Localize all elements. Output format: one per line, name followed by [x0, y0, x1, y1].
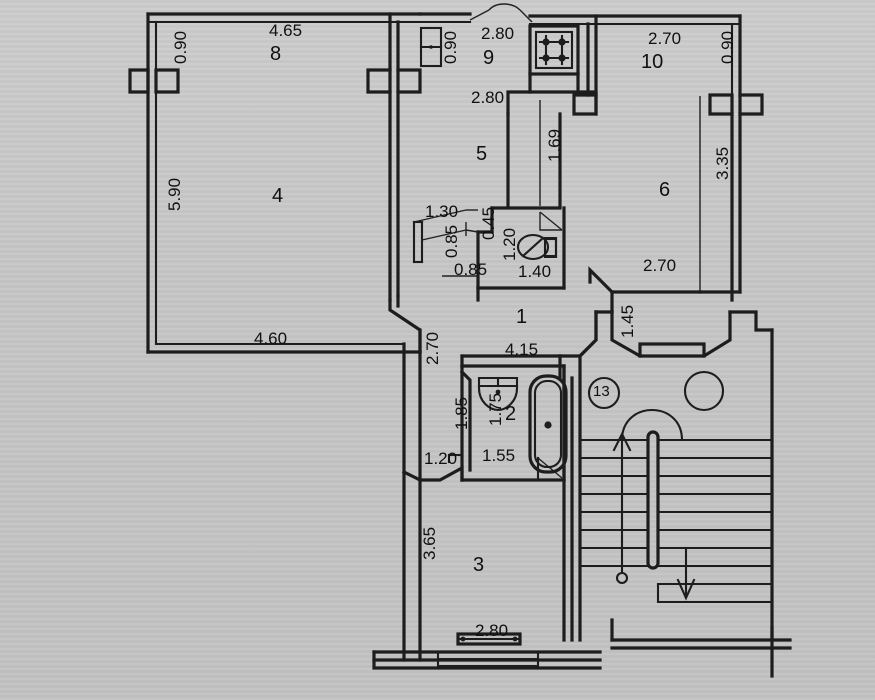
dimension-label: 1.55: [482, 446, 516, 465]
dimension-label: 1.45: [618, 304, 637, 338]
room-number-4: 4: [272, 185, 284, 207]
room-10-and-6: [572, 14, 764, 314]
dimension-label: 1.20: [424, 449, 458, 468]
room-number-5: 5: [476, 143, 488, 165]
dimension-label: 2.80: [471, 88, 505, 107]
dimension-label: 2.70: [423, 331, 442, 365]
dimension-label: 0.90: [441, 30, 460, 64]
bathtub-icon: [528, 374, 568, 474]
dimension-leaders: [413, 209, 479, 277]
dimension-label: 0.90: [718, 30, 737, 64]
dimension-label: 3.35: [713, 146, 732, 180]
dimension-label: 1.75: [486, 392, 505, 426]
dimension-label: 0.85: [442, 224, 461, 258]
dimension-label: 0.90: [171, 30, 190, 64]
room-number-13: 13: [593, 383, 610, 400]
room-number-9: 9: [483, 47, 495, 69]
room-2-bathroom: [459, 364, 574, 642]
dimension-label: 4.65: [269, 21, 303, 40]
dimension-label: 3.65: [420, 526, 439, 560]
dimension-label: 4.60: [254, 329, 288, 348]
dimension-label: 2.80: [475, 621, 509, 640]
dimension-label: 1.85: [452, 396, 471, 430]
window-room3: [436, 632, 540, 668]
dimension-label: 1.30: [425, 202, 459, 221]
stair-down-arrow: [676, 546, 696, 601]
room-number-10: 10: [641, 51, 664, 73]
dimension-label: 2.80: [481, 24, 515, 43]
dimension-label: 0.45: [479, 206, 498, 240]
room-number-3: 3: [473, 554, 485, 576]
exterior-walls: [128, 12, 792, 678]
dimension-label: 1.20: [500, 227, 519, 261]
dimension-label: 2.70: [643, 256, 677, 275]
dimension-label: 5.90: [165, 177, 184, 211]
toilet-icon: [516, 233, 558, 261]
room-number-8: 8: [270, 43, 282, 65]
sink-icon: [477, 376, 519, 412]
stairwell: [577, 310, 774, 642]
interior-walls-left: [366, 12, 424, 354]
dimension-label: 4.15: [505, 340, 539, 359]
dimension-label: 2.70: [648, 29, 682, 48]
room-number-6: 6: [659, 179, 671, 201]
room-number-1: 1: [516, 306, 528, 328]
dimension-label: 1.40: [518, 262, 552, 281]
room-3: [401, 453, 540, 668]
room-number-2: 2: [505, 403, 517, 425]
stair-up-arrow: [612, 431, 632, 482]
dimension-label: 0.85: [454, 260, 488, 279]
dimension-label: 1.69: [545, 128, 564, 162]
